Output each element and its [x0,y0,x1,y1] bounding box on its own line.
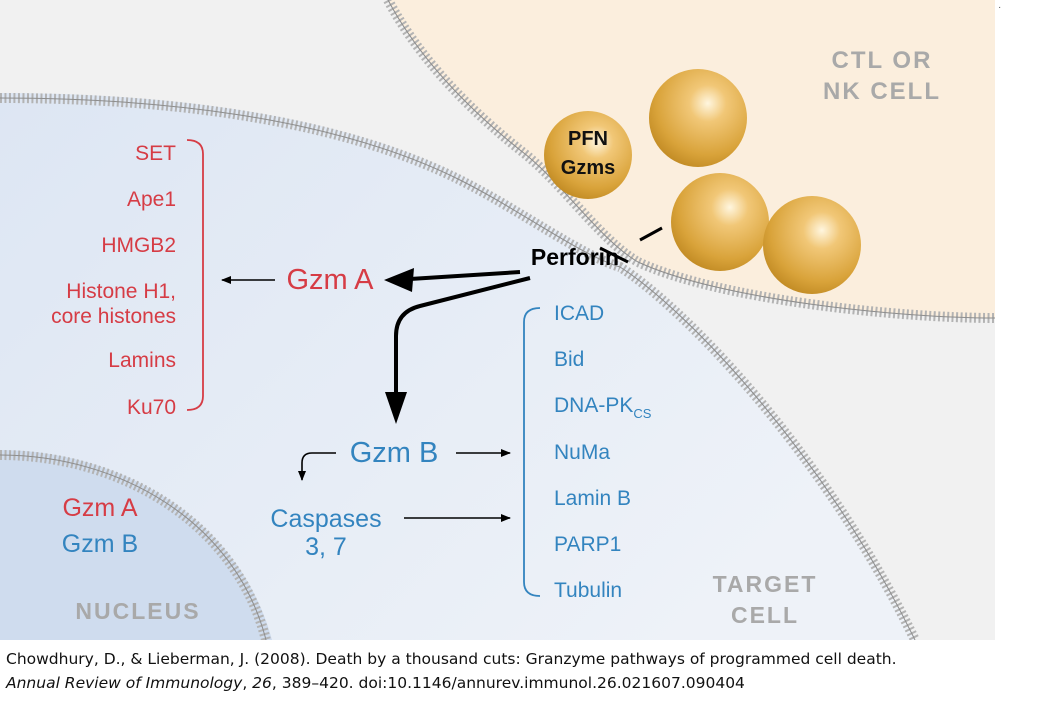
perforin-pore-right [639,226,663,242]
target-cell-label: CELL [731,602,799,628]
nucleus-label: NUCLEUS [75,598,200,624]
gzm-a-substrate-bracket [186,139,204,411]
gzm-a-substrate: Ku70 [127,396,176,419]
citation-line-2: Annual Review of Immunology, 26, 389–420… [6,671,1036,695]
arrow-perforin-to-gzm-a [409,270,521,281]
granzyme-pathway-diagram: PFN Gzms CTL OR NK CELL Perforin Gzm A S… [0,0,1001,640]
granule-label-pfn: PFN [568,128,608,150]
corner-mark: · [998,2,1001,13]
granule [649,69,747,167]
effector-cell-label: NK CELL [823,78,941,105]
gzm-b-substrate-dna-pk: DNA-PKCS [554,394,652,421]
caspases-label: Caspases [270,505,381,533]
gzm-b-substrate-bracket [523,307,541,597]
perforin-label: Perforin [531,244,619,270]
gzm-a-substrate: SET [135,142,176,165]
target-cell-label: TARGET [713,571,818,597]
nucleus-gzm-b: Gzm B [62,530,138,558]
citation-pages-doi: , 389–420. doi:10.1146/annurev.immunol.2… [271,674,745,692]
gzm-a-substrate: Histone H1, [66,280,176,303]
gzm-b-substrate: ICAD [554,302,604,325]
nucleus-body [0,450,272,640]
gzm-a-substrate-list: SET Ape1 HMGB2 Histone H1, core histones… [51,142,176,419]
citation-separator: , [242,674,253,692]
gzm-a-substrate: Lamins [108,349,176,372]
dna-pk-subscript: CS [633,406,651,421]
citation-volume: 26 [252,674,272,692]
arrow-perforin-to-gzm-b [394,276,531,396]
gzm-a-substrate: HMGB2 [101,234,176,257]
gzm-b-substrate: NuMa [554,441,610,464]
granule [671,173,769,271]
gzm-b-substrate-list: ICAD Bid DNA-PKCS NuMa Lamin B PARP1 Tub… [554,302,652,602]
gzm-b-label: Gzm B [350,437,439,469]
gzm-a-substrate: Ape1 [127,188,176,211]
gzm-b-substrate: Bid [554,348,584,371]
gzm-a-label: Gzm A [286,264,374,296]
citation: Chowdhury, D., & Lieberman, J. (2008). D… [6,647,1036,695]
granule [763,196,861,294]
granule-pfn-gzms [544,111,632,199]
target-cell-body [0,93,915,640]
arrow-gzm-b-to-caspases [298,452,336,481]
gzm-b-substrate: PARP1 [554,533,621,556]
caspases-label: 3, 7 [305,533,347,561]
gzm-b-substrate: Tubulin [554,579,622,602]
citation-journal: Annual Review of Immunology [6,674,243,692]
granule-label-gzms: Gzms [561,157,615,179]
citation-line-1: Chowdhury, D., & Lieberman, J. (2008). D… [6,650,897,668]
gzm-b-substrate: Lamin B [554,487,631,510]
perforin-pore-left [599,246,629,264]
nucleus-gzm-a: Gzm A [62,494,137,522]
effector-cell-label: CTL OR [832,47,933,74]
gzm-a-substrate: core histones [51,305,176,328]
